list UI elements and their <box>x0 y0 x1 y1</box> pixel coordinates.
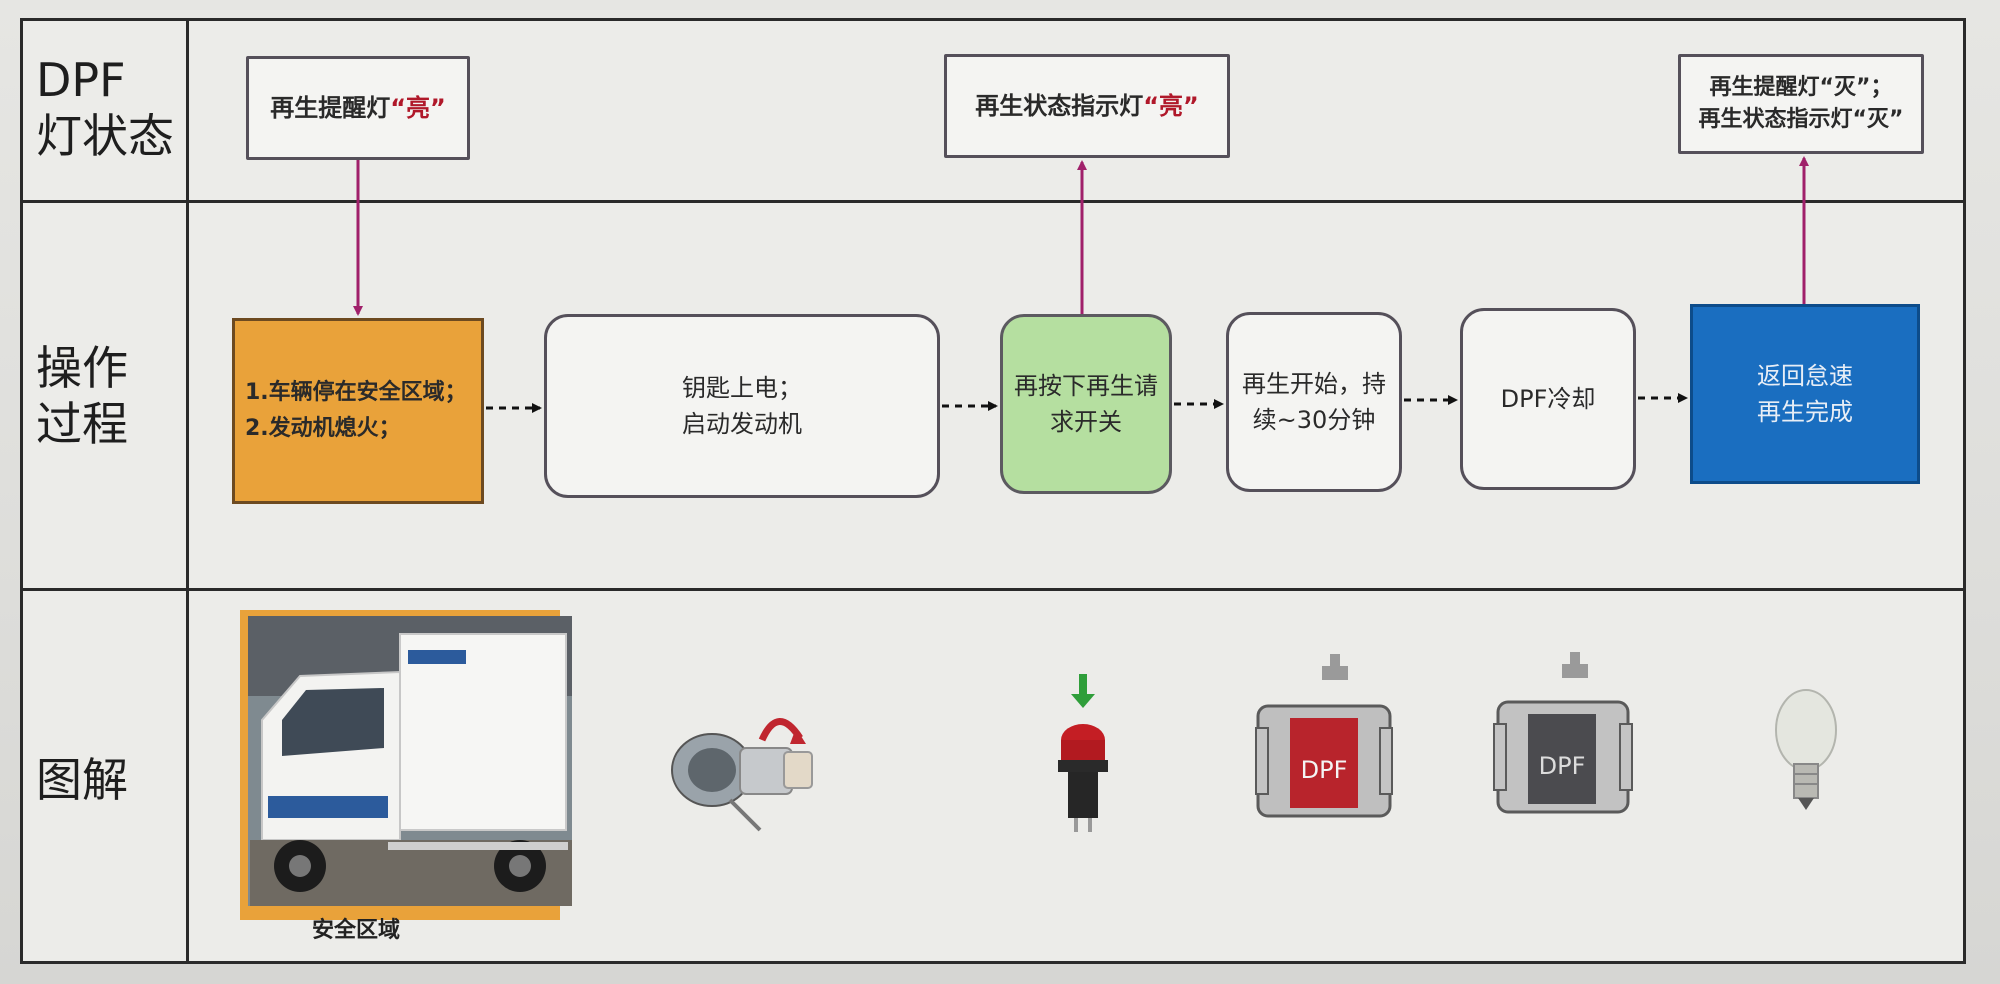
status-highlight: “亮” <box>390 94 446 122</box>
step-line: 1.车辆停在安全区域； <box>245 380 467 405</box>
step-key-on-start-engine: 钥匙上电； 启动发动机 <box>544 314 940 498</box>
step-press-regen-switch: 再按下再生请求开关 <box>1000 314 1172 494</box>
status-box-both-off: 再生提醒灯“灭”； 再生状态指示灯“灭” <box>1678 54 1924 154</box>
step-line: 启动发动机 <box>682 410 802 438</box>
status-text-line: 再生提醒灯“灭”； <box>1709 75 1893 100</box>
step-line: 返回怠速 <box>1757 362 1853 390</box>
status-box-indicator-on: 再生状态指示灯“亮” <box>944 54 1230 158</box>
step-line: 求开关 <box>1050 408 1122 436</box>
step-line: 2.发动机熄火； <box>245 416 401 441</box>
step-dpf-cooling: DPF冷却 <box>1460 308 1636 490</box>
status-text: 再生状态指示灯 <box>975 92 1144 120</box>
row-label-illustration: 图解 <box>36 752 128 808</box>
step-line: 再按下再生请 <box>1014 372 1158 400</box>
step-line: DPF冷却 <box>1500 385 1596 413</box>
step-line: 续~30分钟 <box>1252 406 1376 434</box>
step-line: 再生完成 <box>1757 398 1853 426</box>
label-column-divider <box>186 18 189 961</box>
row-label-line: 图解 <box>36 753 128 807</box>
step-line: 再生开始，持 <box>1242 370 1386 398</box>
status-text-line: 再生状态指示灯“灭” <box>1698 107 1904 132</box>
row-label-line: 灯状态 <box>36 109 174 163</box>
truck-caption: 安全区域 <box>312 918 401 943</box>
row-label-line: 过程 <box>36 397 128 451</box>
status-box-reminder-on: 再生提醒灯“亮” <box>246 56 470 160</box>
step-line: 钥匙上电； <box>682 374 802 402</box>
step-idle-regen-complete: 返回怠速再生完成 <box>1690 304 1920 484</box>
row-label-line: 操作 <box>36 341 128 395</box>
row-divider-1 <box>20 200 1963 203</box>
row-label-line: DPF <box>36 53 126 107</box>
status-highlight: “亮” <box>1143 92 1199 120</box>
row-label-operation: 操作 过程 <box>36 340 128 452</box>
step-park-vehicle: 1.车辆停在安全区域； 2.发动机熄火； <box>232 318 484 504</box>
row-label-dpf-status: DPF 灯状态 <box>36 52 174 164</box>
step-regen-running: 再生开始，持续~30分钟 <box>1226 312 1402 492</box>
row-divider-2 <box>20 588 1963 591</box>
status-text: 再生提醒灯 <box>270 94 391 122</box>
